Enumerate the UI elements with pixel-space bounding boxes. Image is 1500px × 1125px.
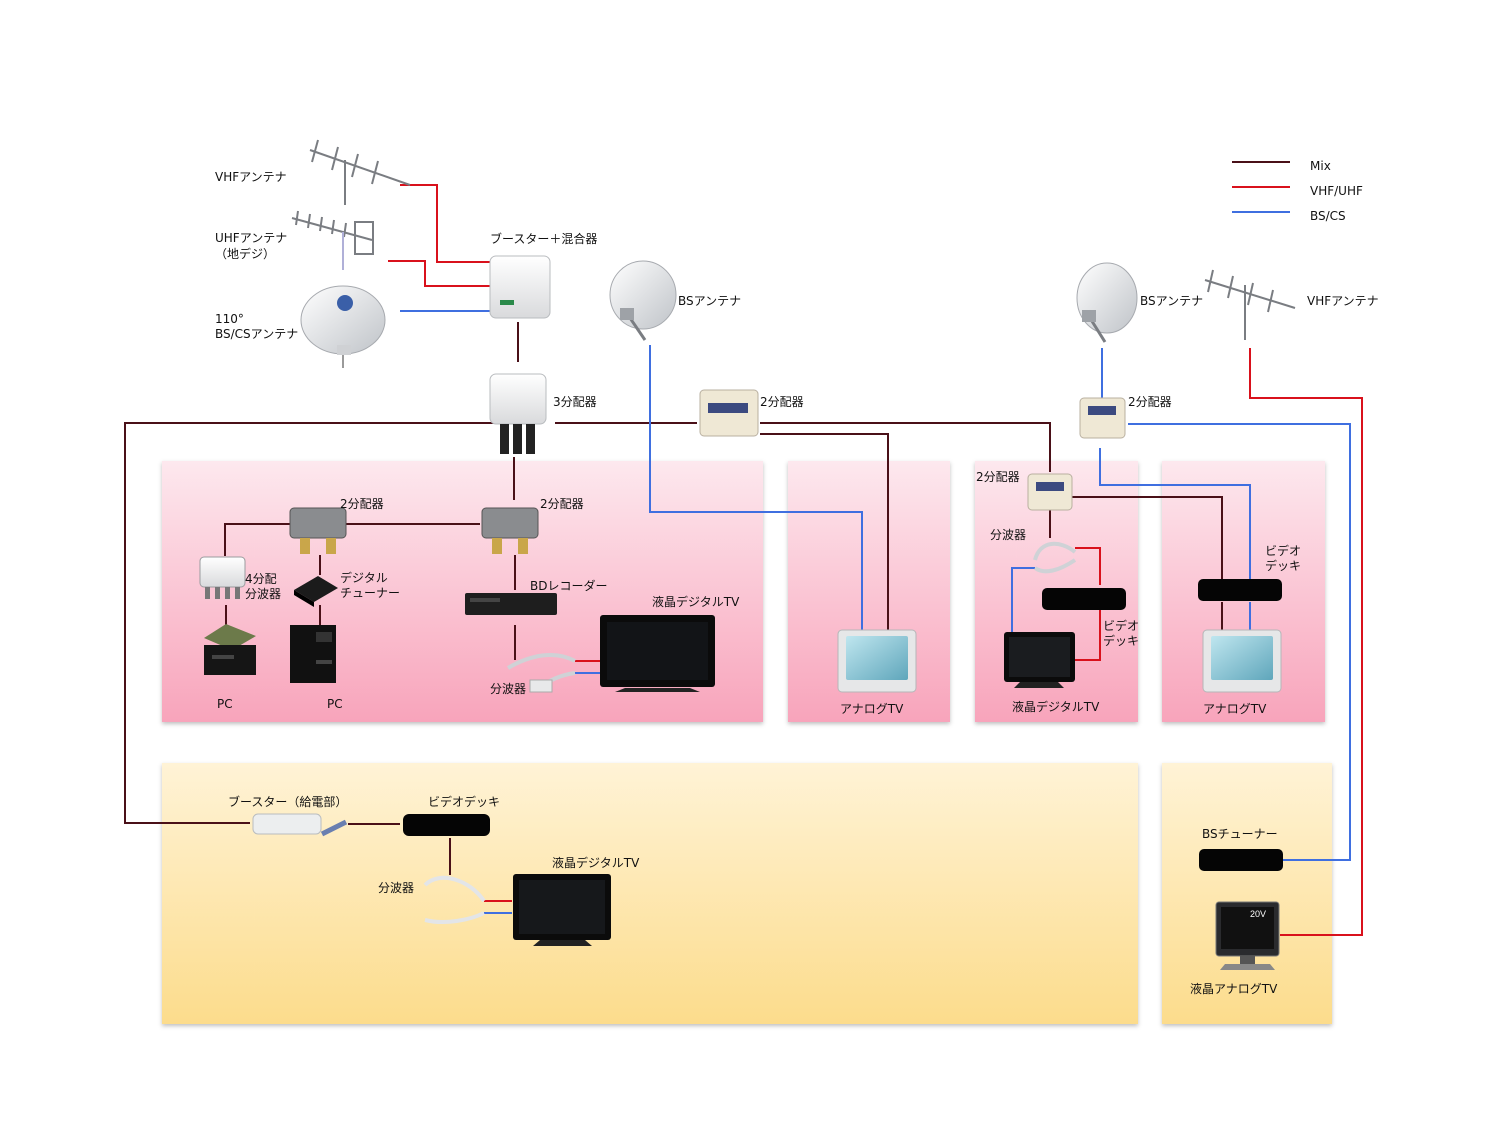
label-splitter2-room3: 2分配器 [976,470,1020,484]
splitter2-right-icon [1079,397,1126,439]
splitter2-room3-icon [1027,473,1073,511]
label-bs-antenna-a: BSアンテナ [678,294,741,308]
label-vhf-antenna-b: VHFアンテナ [1307,294,1379,308]
label-splitter4-1: 4分配 [245,572,277,586]
vhf-antenna-icon [309,139,411,205]
label-video-deck-3-1: ビデオ [1103,618,1139,633]
label-analog-tv-1: アナログTV [840,702,904,716]
label-analog-tv-4: アナログTV [1203,702,1267,716]
bs-tuner-icon [1199,849,1283,871]
cable-bsa-analogtv [649,345,863,630]
splitter2-a-icon [289,507,347,554]
label-splitter3: 3分配器 [553,395,597,409]
label-video-deck-4-1: ビデオ [1265,543,1301,558]
uhf-antenna-icon [291,210,374,270]
label-splitter2-a: 2分配器 [340,497,384,511]
label-uhf-antenna-2: （地デジ） [215,246,275,261]
cable-wave3-deck [1075,547,1101,585]
label-lcd-digital-tv-5: 液晶デジタルTV [552,855,640,870]
analog-tv-1-icon [837,629,917,693]
label-splitter2-center: 2分配器 [760,395,804,409]
label-video-deck-4-2: デッキ [1265,558,1301,573]
legend-mix-label: Mix [1310,159,1331,173]
label-vhf-antenna: VHFアンテナ [215,170,287,184]
legend: Mix VHF/UHF BS/CS [1232,159,1363,223]
cable-split2c-right [760,422,1051,472]
label-digital-tuner-2: チューナー [340,586,400,600]
label-uhf-antenna-1: UHFアンテナ [215,231,287,245]
cable-splitter3-left [124,422,498,824]
label-wave-splitter-1: 分波器 [490,682,526,696]
cable-vhf [400,184,490,263]
vhf-antenna-b-icon [1204,269,1296,340]
digital-tuner-icon [294,576,338,607]
pc-1-icon [204,624,256,675]
bs-antenna-b-icon [1076,262,1138,343]
label-splitter2-right: 2分配器 [1128,395,1172,409]
cable-split2d-room4 [1099,448,1251,580]
label-wave-splitter-5: 分波器 [378,881,414,895]
label-bscs-antenna-2: BS/CSアンテナ [215,327,298,341]
booster-mixer-icon [489,255,551,319]
room-bs [1162,763,1332,1024]
label-video-deck-3-2: デッキ [1103,633,1139,648]
cable-split2d-bstuner [1128,423,1351,861]
label-bs-tuner: BSチューナー [1202,827,1278,841]
video-deck-5-icon [403,814,490,836]
bd-recorder-icon [465,593,557,615]
label-pc-2: PC [327,697,343,711]
label-splitter4-2: 分波器 [245,587,281,601]
splitter3-icon [489,373,547,454]
legend-vhf-uhf-label: VHF/UHF [1310,184,1363,198]
label-splitter2-b: 2分配器 [540,497,584,511]
room-downstairs [162,763,1138,1024]
pc-2-icon [290,625,336,683]
splitter4-icon [199,556,246,599]
cable-split2e-room4 [1070,496,1223,580]
lcd-analog-tv-icon: 20V [1215,901,1280,970]
label-bscs-antenna-1: 110° [215,312,244,326]
cable-deck3-tv [1075,610,1101,661]
video-deck-3-icon [1042,588,1126,610]
label-booster-power: ブースター（給電部） [228,794,347,809]
splitter2-center-icon [699,389,759,437]
wave-splitter-1-icon [506,653,576,693]
video-deck-4-icon [1198,579,1282,601]
cable-wave3-tv [1011,567,1035,636]
label-video-deck-5: ビデオデッキ [428,794,500,809]
label-lcd-digital-tv-1: 液晶デジタルTV [652,594,740,609]
label-wave-splitter-3: 分波器 [990,528,1026,542]
lcd-digital-tv-3-icon [1004,632,1075,688]
lcd-digital-tv-5-icon [513,874,611,946]
label-pc-1: PC [217,697,233,711]
booster-power-icon [252,813,348,837]
tv-badge: 20V [1250,909,1266,919]
analog-tv-4-icon [1202,629,1282,693]
bs-antenna-a-icon [609,260,677,341]
label-digital-tuner-1: デジタル [340,570,388,585]
lcd-digital-tv-1-icon [600,615,715,692]
wave-splitter-5-icon [423,875,486,924]
label-bs-antenna-b: BSアンテナ [1140,294,1203,308]
bscs-antenna-icon [300,285,386,368]
cable-uhf [388,260,490,287]
label-bd-recorder: BDレコーダー [530,578,607,593]
cable-split2c-analogtv [760,433,889,630]
label-booster-mixer: ブースター＋混合器 [490,231,597,246]
label-lcd-analog-tv: 液晶アナログTV [1190,981,1278,996]
legend-bs-cs-label: BS/CS [1310,209,1346,223]
wave-splitter-3-icon [1033,541,1077,574]
cable-vhfb-bstv [1249,348,1363,936]
label-lcd-digital-tv-3: 液晶デジタルTV [1012,699,1100,714]
splitter2-b-icon [481,507,539,554]
cable-split2a-split4 [224,523,290,556]
